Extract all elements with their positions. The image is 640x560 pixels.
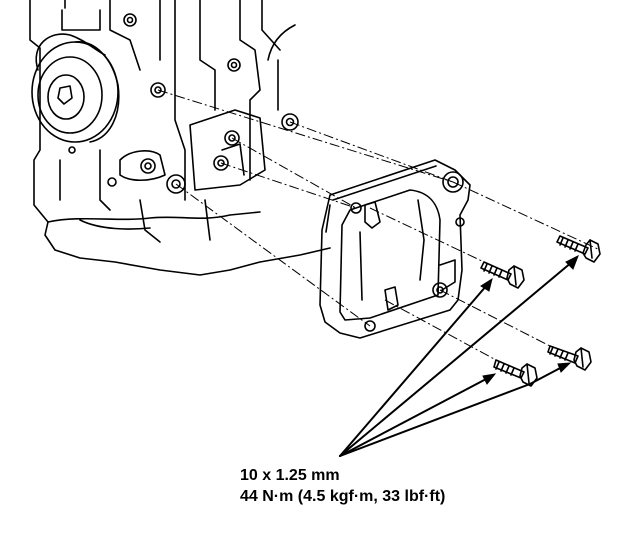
flange-bolt-upper-right (556, 235, 601, 263)
engine-bosses (68, 13, 299, 194)
tensioner-pulley (31, 33, 120, 143)
alignment-lines (157, 89, 601, 361)
flange-bolt-middle (480, 261, 525, 289)
leader-lines (339, 261, 573, 457)
flange-bolt-lower-right (547, 345, 592, 371)
mounting-bracket (319, 159, 471, 339)
leader-arrowheads (480, 254, 579, 385)
torque-spec-label: 44 N·m (4.5 kgf·m, 33 lbf·ft) (240, 488, 446, 505)
bolt-size-label: 10 x 1.25 mm (240, 467, 340, 484)
flange-bolt-lower-left (493, 359, 538, 387)
engine-block (29, 0, 331, 276)
